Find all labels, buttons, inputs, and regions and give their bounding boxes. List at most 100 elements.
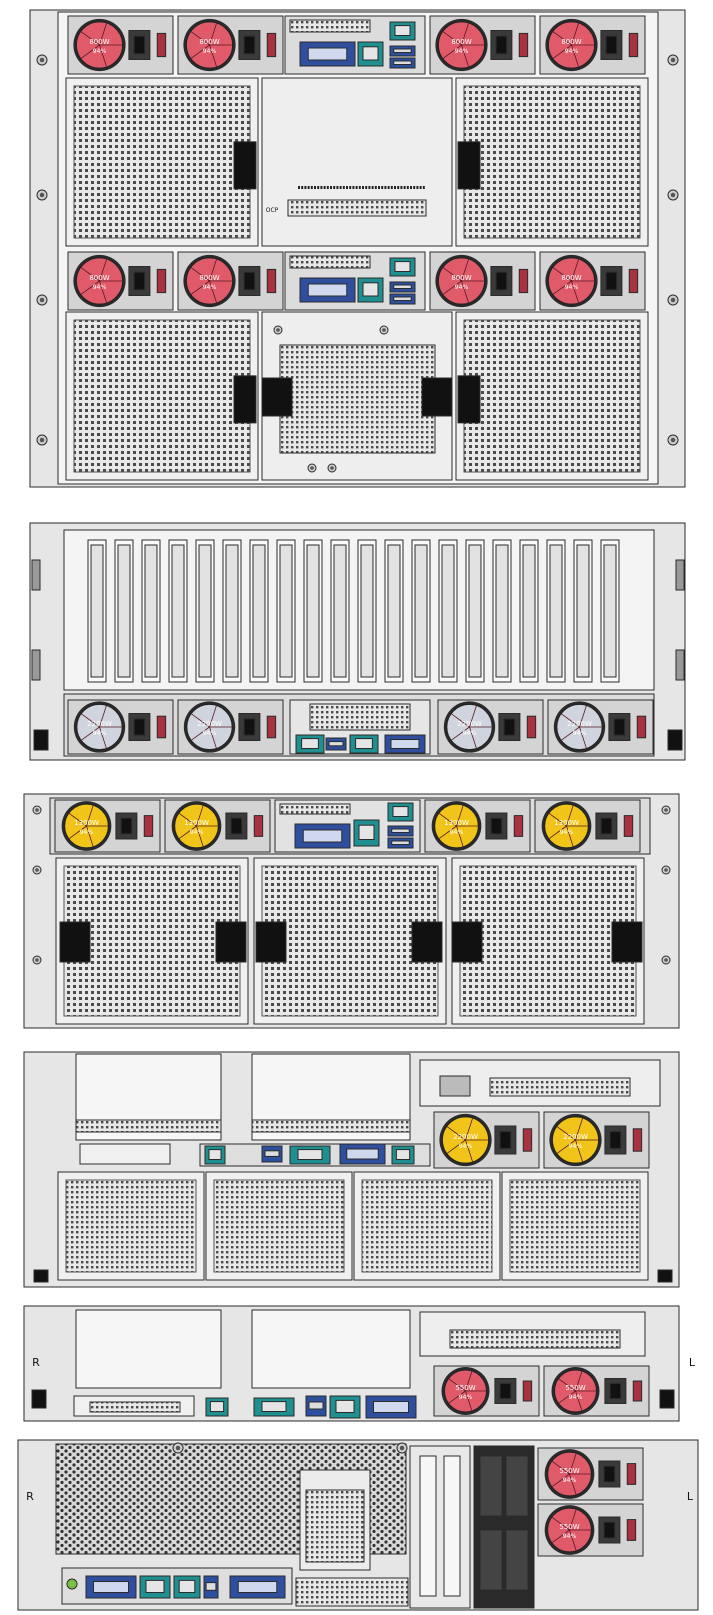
handle-vent	[305, 1489, 365, 1563]
fan-blade	[80, 280, 100, 295]
psu-efficiency-label: 94%	[93, 48, 107, 55]
fan-blade	[571, 22, 580, 46]
power-socket-pins	[230, 817, 243, 835]
fan-blade	[560, 713, 580, 728]
riser-cage	[251, 1309, 411, 1389]
power-socket-pins	[609, 1131, 622, 1149]
fan-blade	[456, 825, 464, 847]
fan-blade	[465, 1390, 473, 1412]
screw-head	[39, 192, 45, 198]
fan-blade	[575, 1390, 583, 1412]
drive-sled	[505, 1529, 529, 1591]
rack-latch	[657, 1269, 673, 1283]
fan-bay-handle	[457, 141, 481, 190]
power-socket-pins	[243, 35, 256, 55]
psu-efficiency-label: 94%	[203, 284, 217, 291]
pcie-slot	[443, 1455, 461, 1597]
psu-wattage-label: 2200W	[87, 720, 112, 728]
ocp-slot-mark	[330, 186, 332, 189]
power-socket-pins	[243, 718, 256, 736]
ocp-slot-mark	[310, 186, 313, 189]
pcie-slot-pair	[409, 1445, 471, 1609]
ocp-slot-mark	[384, 186, 387, 189]
fan-blade	[465, 1139, 474, 1163]
vga-connector	[93, 1581, 129, 1593]
ocp-slot-mark	[314, 186, 316, 189]
power-socket-pins	[120, 817, 133, 835]
vga-connector	[307, 47, 348, 61]
io-vent	[289, 255, 371, 269]
fan-bay-panel	[501, 1171, 649, 1281]
center-handle-right	[421, 377, 453, 417]
fan-blade	[209, 705, 217, 728]
usb-tongue	[391, 828, 410, 833]
pcie-slot-cover	[90, 544, 104, 678]
fan-blade	[68, 812, 87, 827]
rj45-jack	[358, 824, 375, 841]
usb-tongue	[393, 296, 412, 301]
fan-blade	[446, 1139, 466, 1154]
pcie-slot-cover	[387, 544, 401, 678]
psu-efficiency-label: 94%	[569, 1143, 583, 1150]
rack-latch	[33, 729, 49, 751]
ocp-slot-mark	[390, 186, 393, 189]
fan-blade	[465, 1117, 474, 1141]
power-socket-pins	[605, 35, 618, 55]
rack-ear	[675, 649, 685, 681]
ocp-slot-mark	[422, 186, 425, 189]
psu-wattage-label: 1300W	[554, 819, 579, 827]
io-vent	[289, 19, 371, 33]
vent-mesh	[459, 865, 637, 1017]
fan-blade	[579, 705, 587, 728]
fan-blade	[558, 1390, 576, 1404]
vent-mesh	[73, 85, 251, 239]
psu-efficiency-label: 94%	[463, 730, 477, 737]
ocp-slot-mark	[378, 186, 380, 189]
fan-blade	[569, 1453, 577, 1475]
rj45-jack	[362, 46, 379, 61]
psu-release-latch	[623, 815, 634, 837]
ocp-slot-mark	[387, 186, 390, 189]
ocp-slot-mark	[352, 186, 355, 189]
rj45-jack	[335, 1399, 355, 1414]
pcie-slot-cover	[576, 544, 590, 678]
pcie-slot-cover	[306, 544, 320, 678]
fan-bay-panel	[65, 311, 259, 481]
ocp-slot-mark	[301, 186, 304, 189]
fan-blade	[548, 825, 567, 840]
ocp-slot-mark	[333, 186, 336, 189]
screw-head	[330, 466, 334, 470]
vent-mesh	[213, 1179, 345, 1273]
rack-latch	[659, 1389, 675, 1409]
fan-blade	[438, 825, 457, 840]
ocp-slot-mark	[394, 186, 396, 189]
power-socket-pins	[499, 1131, 512, 1149]
pcie-slot-cover	[468, 544, 482, 678]
psu-release-latch	[156, 268, 167, 294]
ocp-slot-mark	[403, 186, 406, 189]
fan-blade	[461, 280, 470, 304]
rack-ear	[31, 649, 41, 681]
rj45-jack	[208, 1149, 222, 1160]
power-socket-pins	[495, 35, 508, 55]
ocp-slot-mark	[410, 186, 412, 189]
psu-efficiency-label: 94%	[455, 284, 469, 291]
pcie-slot	[419, 1455, 437, 1597]
psu-efficiency-label: 94%	[565, 284, 579, 291]
pcie-slot-cover	[414, 544, 428, 678]
psu-wattage-label: 800W	[89, 38, 109, 46]
pcie-slot-cover	[252, 544, 266, 678]
fan-bay-handle	[457, 375, 481, 424]
fan-blade	[209, 22, 218, 46]
